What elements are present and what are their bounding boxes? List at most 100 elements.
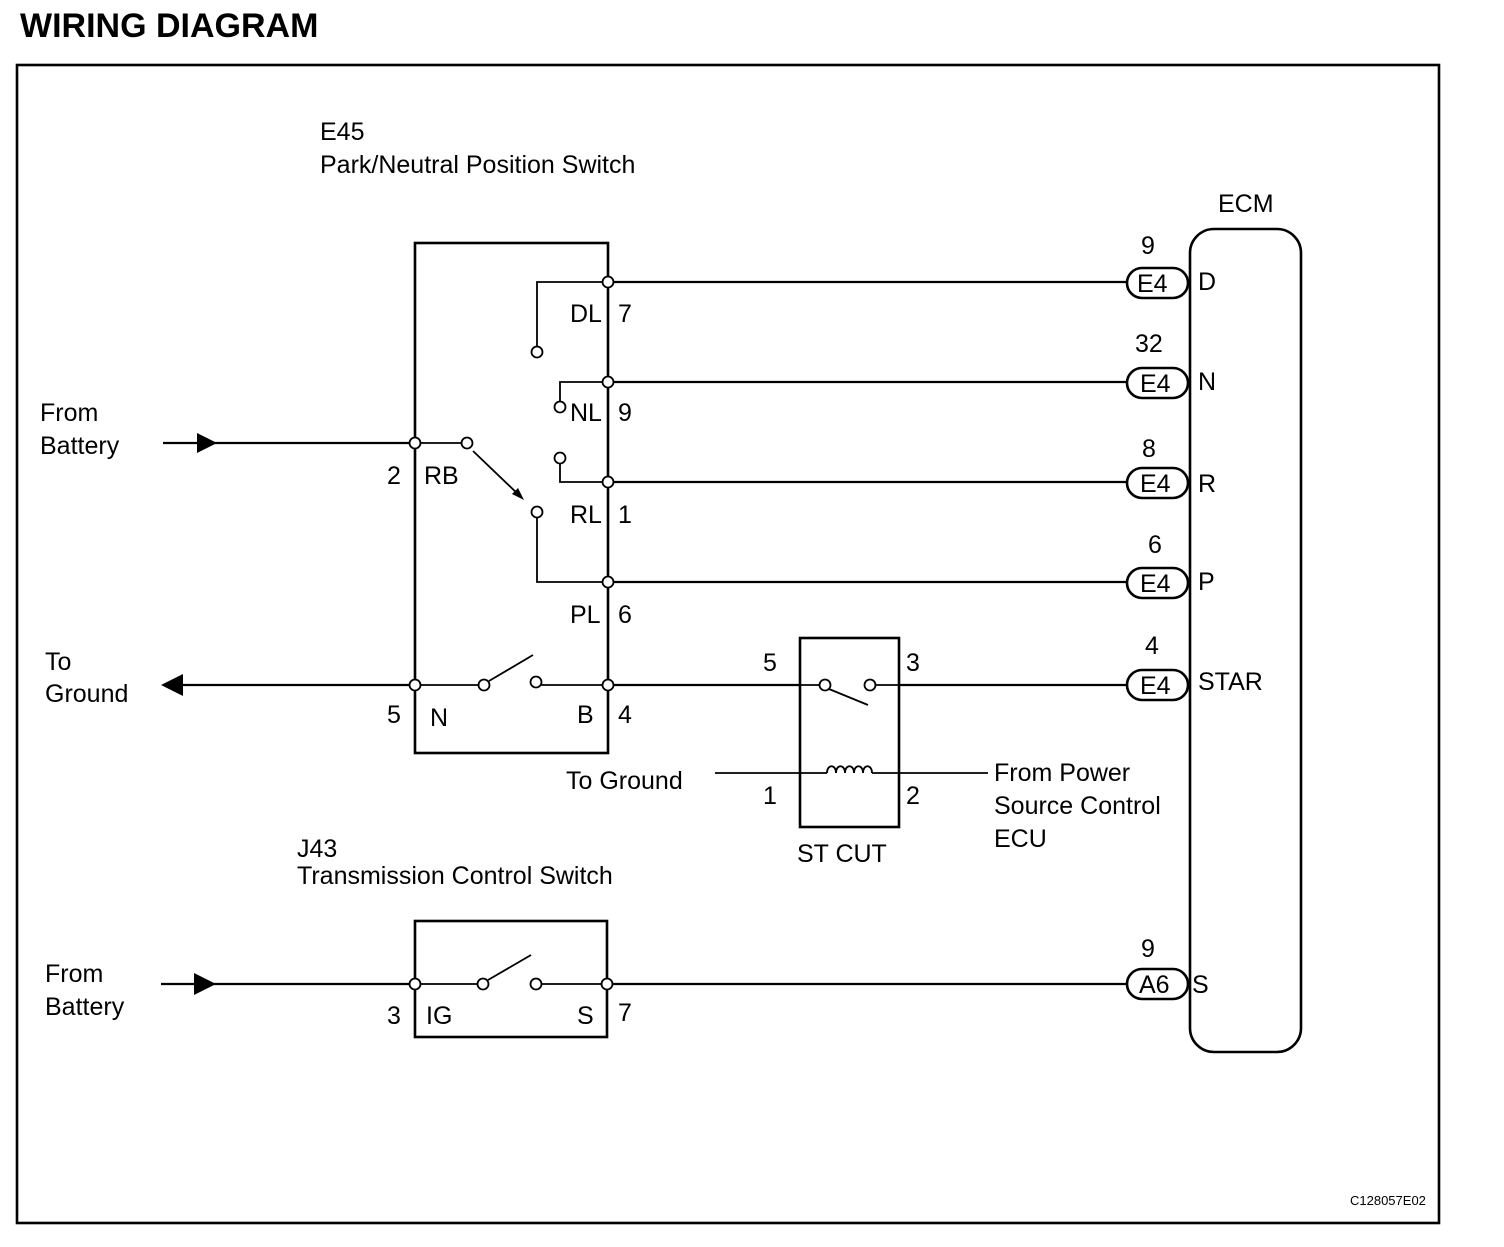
- terminal-pin-nl: 9: [618, 399, 632, 427]
- relay-name: ST CUT: [797, 840, 887, 868]
- terminal-label-ig: IG: [426, 1002, 452, 1030]
- junction-dl: [601, 275, 615, 289]
- power-source-line1: From Power: [994, 759, 1130, 787]
- pl-contact-lead: [536, 512, 608, 583]
- pl-contact: [530, 505, 544, 519]
- from-battery-2-line1: From: [45, 960, 103, 988]
- rb-wiper-arrow-icon: [512, 488, 524, 500]
- ecm-pin-s: 9: [1141, 935, 1155, 963]
- to-ground-1-line1: To: [45, 648, 71, 676]
- connector-label-star: E4: [1140, 672, 1171, 700]
- ecm-pin-d: 9: [1141, 232, 1155, 260]
- tc-switch-arm: [487, 954, 532, 981]
- junction-n: [408, 678, 422, 692]
- connector-e4-r: [1125, 466, 1190, 500]
- terminal-pin-dl: 7: [618, 300, 632, 328]
- terminal-label-rl: RL: [570, 501, 602, 529]
- ecm-pin-star: 4: [1145, 632, 1159, 660]
- connector-e4-star: [1125, 668, 1190, 702]
- connector-e4-p: [1125, 566, 1190, 600]
- nl-contact-lead: [559, 381, 608, 407]
- nl-contact: [553, 400, 567, 414]
- ecm-pin-n: 32: [1135, 330, 1163, 358]
- connector-label-r: E4: [1140, 470, 1171, 498]
- tc-switch-contact-left: [476, 977, 490, 991]
- dl-contact-lead: [536, 281, 608, 352]
- pnp-switch-name: Park/Neutral Position Switch: [320, 151, 635, 179]
- connector-label-s: A6: [1139, 971, 1170, 999]
- from-battery-1-line2: Battery: [40, 432, 120, 460]
- nb-switch-arm: [488, 654, 534, 682]
- relay-pin-out: 3: [906, 649, 920, 677]
- rb-wiper-pivot: [460, 436, 474, 450]
- tc-switch-code: J43: [297, 835, 337, 863]
- figure-code: C128057E02: [1350, 1193, 1426, 1208]
- junction-s: [600, 977, 614, 991]
- nb-switch-contact-left: [477, 678, 491, 692]
- diagram-frame: [15, 63, 1441, 1225]
- junction-nl: [601, 375, 615, 389]
- terminal-pin-n: 5: [387, 701, 401, 729]
- terminal-label-rb: RB: [424, 462, 459, 490]
- rl-contact-lead: [559, 458, 608, 483]
- terminal-label-nl: NL: [570, 399, 602, 427]
- connector-e4-d: [1125, 266, 1190, 300]
- junction-rb: [408, 436, 422, 450]
- terminal-pin-rb: 2: [387, 462, 401, 490]
- terminal-label-b: B: [577, 701, 594, 729]
- terminal-label-s: S: [577, 1002, 594, 1030]
- ecm-terminal-s: S: [1192, 971, 1209, 999]
- ecm-name: ECM: [1218, 190, 1274, 218]
- terminal-label-pl: PL: [570, 601, 601, 629]
- relay-switch-arm: [828, 688, 869, 706]
- rl-contact: [553, 451, 567, 465]
- terminal-pin-b: 4: [618, 701, 632, 729]
- from-battery-1-line1: From: [40, 399, 98, 427]
- terminal-pin-rl: 1: [618, 501, 632, 529]
- terminal-label-dl: DL: [570, 300, 602, 328]
- terminal-pin-ig: 3: [387, 1002, 401, 1030]
- relay-switch-contact-right: [863, 678, 877, 692]
- arrow-right-icon: [194, 973, 216, 995]
- arrow-right-icon: [197, 433, 217, 453]
- ecm-terminal-d: D: [1198, 268, 1216, 296]
- page-title: WIRING DIAGRAM: [20, 7, 318, 45]
- connector-e4-n: [1125, 366, 1190, 400]
- connector-a6-s: [1125, 967, 1190, 1001]
- junction-ig: [408, 977, 422, 991]
- relay-pin-coil-power: 2: [906, 782, 920, 810]
- power-source-line3: ECU: [994, 825, 1047, 853]
- relay-pin-coil-ground: 1: [763, 782, 777, 810]
- tc-switch: IG 3 S 7: [387, 919, 632, 1039]
- junction-pl: [601, 575, 615, 589]
- tc-switch-contact-right: [529, 977, 543, 991]
- junction-b: [601, 678, 615, 692]
- pnp-switch: DL 7 NL 9 RL 1 PL 6 RB 2 N 5 B 4: [387, 241, 632, 755]
- dl-contact: [530, 345, 544, 359]
- terminal-pin-s: 7: [618, 999, 632, 1027]
- connector-label-n: E4: [1140, 370, 1171, 398]
- pnp-switch-body: [413, 241, 610, 755]
- ecm: ECM 9 E4 D 32 E4 N 8 E4 R 6 E4 P 4 E4 ST…: [1125, 190, 1303, 1054]
- relay-to-ground: To Ground: [566, 767, 683, 795]
- ecm-pin-p: 6: [1148, 531, 1162, 559]
- relay-pin-in: 5: [763, 649, 777, 677]
- ecm-terminal-star: STAR: [1198, 668, 1263, 696]
- tc-switch-name: Transmission Control Switch: [297, 862, 613, 890]
- power-source-line2: Source Control: [994, 792, 1161, 820]
- ecm-body: [1188, 227, 1303, 1054]
- terminal-label-n: N: [430, 704, 448, 732]
- ecm-terminal-n: N: [1198, 368, 1216, 396]
- connector-label-d: E4: [1137, 270, 1168, 298]
- ecm-terminal-p: P: [1198, 568, 1215, 596]
- junction-rl: [601, 475, 615, 489]
- nb-switch-contact-right: [529, 675, 543, 689]
- relay-coil-icon: [826, 765, 873, 774]
- arrow-left-icon: [161, 674, 183, 696]
- from-battery-2-line2: Battery: [45, 993, 125, 1021]
- ecm-terminal-r: R: [1198, 470, 1216, 498]
- st-cut-relay-body: [798, 636, 901, 829]
- ecm-pin-r: 8: [1142, 435, 1156, 463]
